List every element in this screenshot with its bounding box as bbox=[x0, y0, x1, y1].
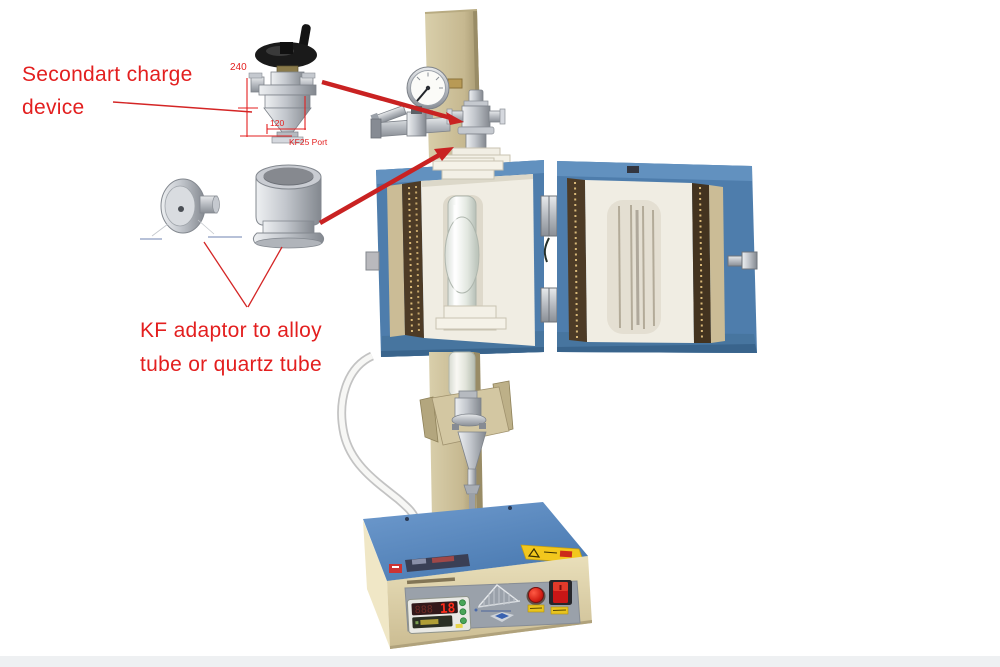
tube-top-valve-fitting bbox=[446, 89, 506, 149]
controller-buttons bbox=[455, 599, 467, 629]
dimension-240-label: 240 bbox=[230, 62, 247, 73]
pressure-gauge bbox=[406, 66, 463, 128]
gas-inlet-valve-assembly bbox=[370, 105, 451, 139]
inset-kf-flange-adaptor bbox=[140, 178, 242, 240]
inset-kf-cup-adaptor bbox=[252, 164, 325, 249]
temperature-profile-graphic bbox=[474, 584, 521, 612]
annotation-kf-adaptor-label: KF adaptor to alloy tube or quartz tube bbox=[140, 314, 380, 382]
controller-display: 18 bbox=[439, 601, 456, 617]
annotation-lines bbox=[112, 101, 283, 308]
furnace-left-door bbox=[365, 157, 544, 357]
hand-wheel bbox=[255, 24, 317, 68]
heating-element-grooves bbox=[618, 204, 655, 331]
callout-arrow-to-top-valve bbox=[321, 79, 464, 125]
annotation-line: KF adaptor to alloy bbox=[140, 319, 322, 342]
controller-base-unit: 888 18 bbox=[0, 502, 1000, 667]
faint-leader-lines bbox=[151, 219, 215, 237]
annotation-secondary-charge-label: Secondart charge device bbox=[22, 58, 252, 124]
model-text-label bbox=[406, 577, 456, 585]
base-left-side bbox=[363, 520, 390, 648]
controller-display-dim: 888 bbox=[415, 604, 434, 616]
right-door-latch bbox=[727, 251, 758, 270]
thermocouple-wire bbox=[543, 237, 550, 263]
nameplate-label bbox=[405, 554, 470, 572]
lower-kf-fitting bbox=[451, 390, 487, 430]
brand-sticker bbox=[490, 612, 514, 622]
small-red-sticker bbox=[389, 564, 402, 573]
annotation-line: tube or quartz tube bbox=[140, 353, 322, 376]
terminal-block bbox=[627, 166, 639, 173]
flexible-tube bbox=[337, 351, 420, 520]
quartz-tube bbox=[444, 195, 480, 317]
annotation-line: device bbox=[22, 96, 85, 119]
kf25-port-label: KF25 Port bbox=[289, 137, 328, 147]
floor-shadow bbox=[0, 656, 1000, 667]
left-door-latch bbox=[365, 251, 380, 271]
temperature-controller: 888 18 bbox=[406, 596, 472, 634]
furnace-right-door bbox=[557, 161, 758, 353]
power-rocker-switch bbox=[549, 580, 572, 615]
power-indicator-button bbox=[526, 587, 546, 613]
dimension-lines bbox=[238, 78, 306, 137]
dimension-120-label: 120 bbox=[270, 118, 285, 128]
callout-arrow-to-tube-collar bbox=[318, 147, 454, 225]
annotation-line: Secondart charge bbox=[22, 63, 193, 86]
quartz-tube-lower-end bbox=[448, 351, 476, 397]
collection-funnel bbox=[457, 431, 487, 513]
inset-secondary-charge-device bbox=[238, 24, 317, 144]
